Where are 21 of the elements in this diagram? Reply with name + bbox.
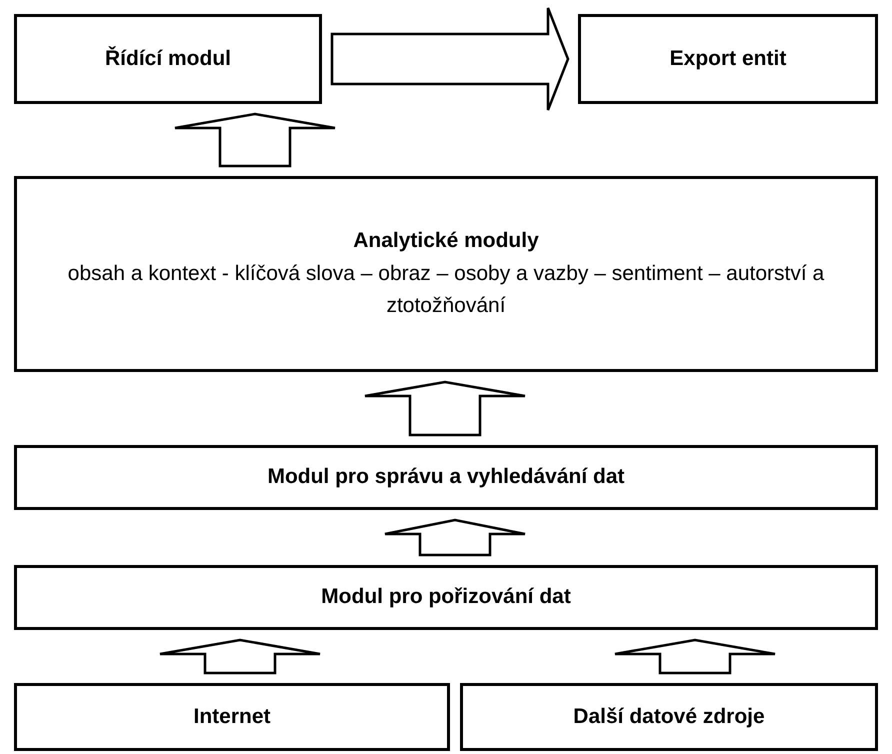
module-title: Řídící modul	[105, 45, 231, 72]
module-box	[14, 445, 878, 510]
module-box	[14, 565, 878, 630]
module-box	[460, 683, 878, 751]
module-title: Modul pro správu a vyhledávání dat	[267, 464, 625, 490]
module-box	[14, 176, 878, 372]
module-title: Další datové zdroje	[573, 704, 765, 730]
module-box	[578, 14, 878, 104]
block-arrow	[330, 6, 570, 112]
module-title: Analytické moduly	[353, 228, 539, 254]
block-arrow	[158, 638, 322, 674]
module-title: Modul pro pořizování dat	[321, 584, 571, 610]
module-box	[14, 14, 322, 104]
block-arrow	[174, 112, 336, 168]
module-title: Export entit	[670, 46, 786, 72]
module-box	[14, 683, 450, 751]
block-arrow	[364, 380, 526, 436]
module-title: Internet	[193, 704, 270, 730]
module-description: obsah a kontext - klíčová slova – obraz – osoby a vazby – sentiment – autorství a ztotožňování	[66, 260, 826, 320]
block-arrow	[384, 518, 526, 556]
block-arrow	[614, 638, 776, 674]
